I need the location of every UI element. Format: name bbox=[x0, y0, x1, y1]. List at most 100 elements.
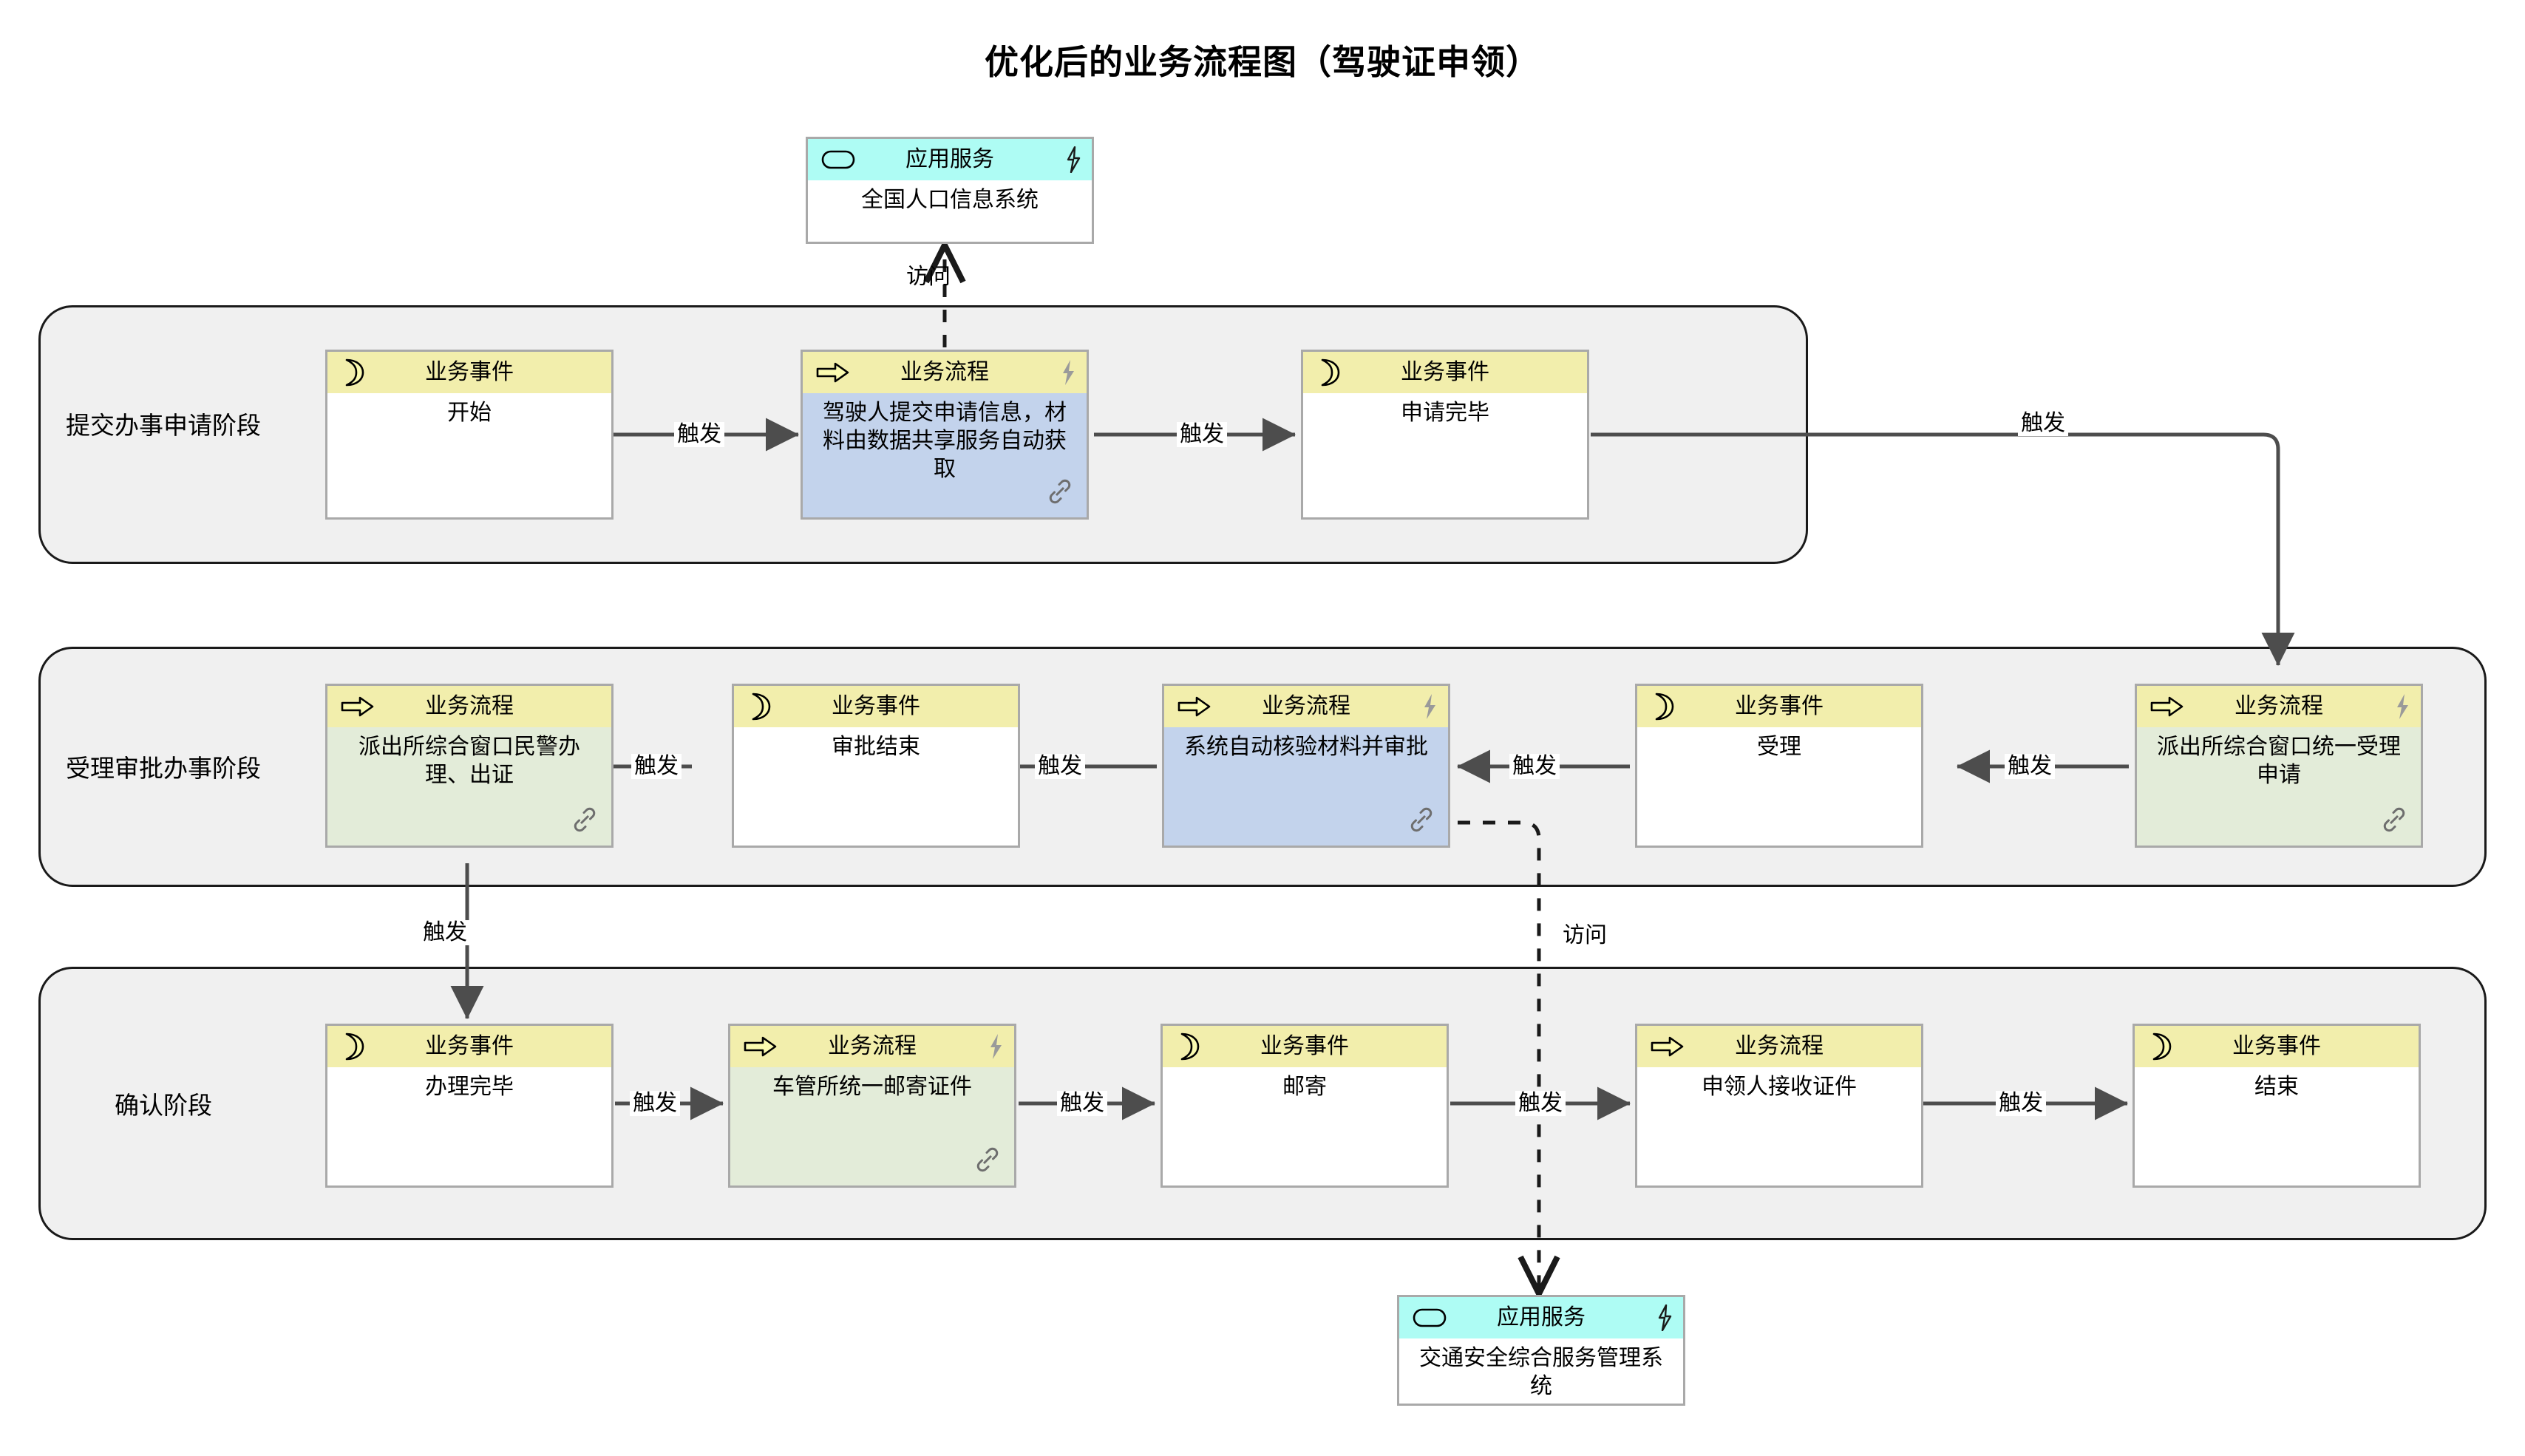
node-name: 邮寄 bbox=[1282, 1075, 1327, 1099]
node-type-label: 业务流程 bbox=[900, 360, 989, 384]
node-header: 业务事件 bbox=[1303, 352, 1587, 393]
node-body: 审批结束 bbox=[734, 727, 1018, 846]
edge-label-trigger-8: 触发 bbox=[420, 920, 470, 945]
node-n-handled[interactable]: 业务事件 办理完毕 bbox=[325, 1024, 614, 1188]
phase-confirm-label: 确认阶段 bbox=[115, 1092, 212, 1119]
node-header: 业务流程 bbox=[730, 1026, 1014, 1067]
edge-label-trigger-6: 触发 bbox=[1035, 754, 1085, 779]
node-n-review-end[interactable]: 业务事件 审批结束 bbox=[732, 684, 1020, 848]
node-body: 系统自动核验材料并审批 bbox=[1164, 727, 1448, 846]
right-arrow-icon bbox=[744, 1035, 778, 1058]
node-body: 开始 bbox=[327, 393, 611, 517]
node-n-submit[interactable]: 业务流程 驾驶人提交申请信息，材料由数据共享服务自动获取 bbox=[801, 350, 1089, 520]
node-type-label: 业务流程 bbox=[2235, 694, 2323, 718]
chain-link-icon bbox=[1045, 477, 1075, 510]
node-body: 驾驶人提交申请信息，材料由数据共享服务自动获取 bbox=[803, 393, 1087, 517]
node-type-label: 业务流程 bbox=[425, 694, 514, 718]
node-n-receive[interactable]: 业务流程 申领人接收证件 bbox=[1635, 1024, 1923, 1188]
node-header: 业务流程 bbox=[327, 686, 611, 727]
node-n-applied[interactable]: 业务事件 申请完毕 bbox=[1301, 350, 1589, 520]
phase-apply-label: 提交办事申请阶段 bbox=[66, 412, 261, 439]
crescent-moon-icon bbox=[2148, 1033, 2173, 1061]
node-header: 业务事件 bbox=[327, 352, 611, 393]
edge-label-trigger-5: 触发 bbox=[1509, 754, 1560, 779]
edge-label-trigger-1: 触发 bbox=[674, 422, 724, 447]
node-header: 业务事件 bbox=[1163, 1026, 1447, 1067]
node-type-label: 应用服务 bbox=[905, 147, 994, 171]
node-name: 车管所统一邮寄证件 bbox=[772, 1075, 972, 1099]
edge-label-trigger-3: 触发 bbox=[2018, 411, 2068, 436]
node-type-label: 业务流程 bbox=[1735, 1034, 1824, 1058]
node-name: 开始 bbox=[447, 401, 492, 425]
lightning-bolt-icon bbox=[1060, 359, 1076, 386]
node-type-label: 业务事件 bbox=[2232, 1034, 2321, 1058]
chain-link-icon bbox=[2379, 805, 2409, 838]
lightning-bolt-icon bbox=[1065, 146, 1081, 173]
node-name: 驾驶人提交申请信息，材料由数据共享服务自动获取 bbox=[823, 401, 1067, 482]
node-n-end[interactable]: 业务事件 结束 bbox=[2133, 1024, 2421, 1188]
node-n-unified-accept[interactable]: 业务流程 派出所综合窗口统一受理申请 bbox=[2135, 684, 2423, 848]
node-name: 交通安全综合服务管理系统 bbox=[1419, 1346, 1663, 1399]
edge-label-trigger-2: 触发 bbox=[1177, 422, 1227, 447]
node-n-mail-cert[interactable]: 业务流程 车管所统一邮寄证件 bbox=[728, 1024, 1016, 1188]
node-svc-population[interactable]: 应用服务 全国人口信息系统 bbox=[806, 137, 1094, 244]
node-header: 业务事件 bbox=[734, 686, 1018, 727]
phase-review-label: 受理审批办事阶段 bbox=[66, 755, 261, 782]
node-name: 申请完毕 bbox=[1401, 401, 1489, 425]
node-type-label: 业务事件 bbox=[1401, 360, 1489, 384]
right-arrow-icon bbox=[816, 361, 850, 384]
lightning-bolt-icon bbox=[988, 1033, 1004, 1060]
node-header: 业务事件 bbox=[327, 1026, 611, 1067]
node-header: 业务流程 bbox=[2137, 686, 2421, 727]
node-type-label: 应用服务 bbox=[1497, 1305, 1586, 1330]
node-body: 派出所综合窗口民警办理、出证 bbox=[327, 727, 611, 846]
node-name: 结束 bbox=[2254, 1075, 2299, 1099]
node-n-police-handle[interactable]: 业务流程 派出所综合窗口民警办理、出证 bbox=[325, 684, 614, 848]
crescent-moon-icon bbox=[1651, 693, 1676, 721]
node-body: 邮寄 bbox=[1163, 1067, 1447, 1185]
node-body: 派出所综合窗口统一受理申请 bbox=[2137, 727, 2421, 846]
node-header: 应用服务 bbox=[1399, 1297, 1683, 1338]
rounded-rect-icon bbox=[821, 150, 855, 169]
chain-link-icon bbox=[1407, 805, 1436, 838]
node-type-label: 业务流程 bbox=[828, 1034, 917, 1058]
node-type-label: 业务事件 bbox=[832, 694, 920, 718]
edge-label-trigger-11: 触发 bbox=[1515, 1091, 1566, 1116]
node-header: 业务流程 bbox=[803, 352, 1087, 393]
crescent-moon-icon bbox=[747, 693, 772, 721]
node-type-label: 业务事件 bbox=[425, 360, 514, 384]
node-type-label: 业务流程 bbox=[1262, 694, 1350, 718]
right-arrow-icon bbox=[1651, 1035, 1685, 1058]
node-type-label: 业务事件 bbox=[1735, 694, 1824, 718]
right-arrow-icon bbox=[341, 695, 375, 718]
crescent-moon-icon bbox=[1176, 1033, 1201, 1061]
crescent-moon-icon bbox=[1316, 358, 1342, 387]
node-name: 全国人口信息系统 bbox=[861, 188, 1039, 212]
node-body: 申请完毕 bbox=[1303, 393, 1587, 517]
node-n-mailing[interactable]: 业务事件 邮寄 bbox=[1160, 1024, 1449, 1188]
lightning-bolt-icon bbox=[2394, 693, 2410, 720]
right-arrow-icon bbox=[1177, 695, 1211, 718]
node-type-label: 业务事件 bbox=[1260, 1034, 1349, 1058]
crescent-moon-icon bbox=[341, 358, 366, 387]
node-name: 审批结束 bbox=[832, 735, 920, 759]
node-header: 业务流程 bbox=[1164, 686, 1448, 727]
node-body: 车管所统一邮寄证件 bbox=[730, 1067, 1014, 1185]
node-body: 交通安全综合服务管理系统 bbox=[1399, 1338, 1683, 1404]
node-name: 受理 bbox=[1757, 735, 1801, 759]
node-name: 派出所综合窗口民警办理、出证 bbox=[358, 735, 580, 788]
node-n-accept[interactable]: 业务事件 受理 bbox=[1635, 684, 1923, 848]
node-body: 办理完毕 bbox=[327, 1067, 611, 1185]
node-name: 办理完毕 bbox=[425, 1075, 514, 1099]
node-n-auto-verify[interactable]: 业务流程 系统自动核验材料并审批 bbox=[1162, 684, 1450, 848]
edge-label-trigger-7: 触发 bbox=[631, 754, 682, 779]
node-svc-traffic[interactable]: 应用服务 交通安全综合服务管理系统 bbox=[1397, 1295, 1685, 1406]
edge-label-trigger-4: 触发 bbox=[2005, 754, 2055, 779]
node-header: 业务事件 bbox=[2135, 1026, 2419, 1067]
node-n-start[interactable]: 业务事件 开始 bbox=[325, 350, 614, 520]
node-header: 业务事件 bbox=[1637, 686, 1921, 727]
node-body: 全国人口信息系统 bbox=[808, 180, 1092, 242]
lightning-bolt-icon bbox=[1421, 693, 1438, 720]
node-header: 应用服务 bbox=[808, 139, 1092, 180]
